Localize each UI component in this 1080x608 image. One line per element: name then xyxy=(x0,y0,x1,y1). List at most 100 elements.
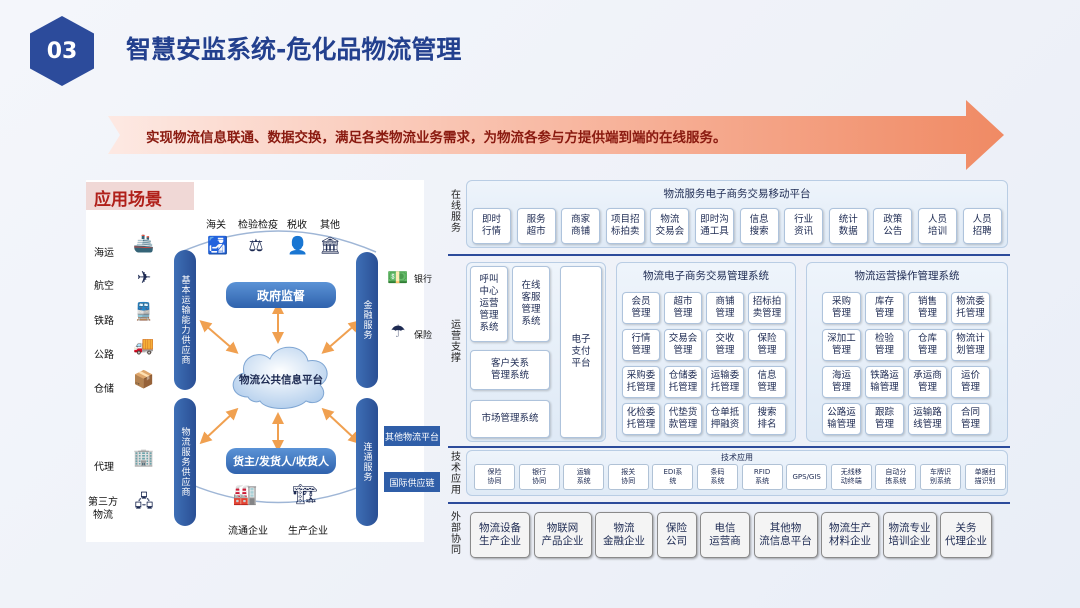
network-icon: 🖧 xyxy=(134,492,154,512)
gov-supervision-pill: 政府监督 xyxy=(226,282,336,308)
ecom-module-tile: 行情 管理 xyxy=(622,329,660,361)
shipper-pill: 货主/发货人/收货人 xyxy=(226,448,336,474)
ecom-module-tile: 会员 管理 xyxy=(622,292,660,324)
tech-app-tile: 条码 系统 xyxy=(697,464,738,490)
row1-side-label: 在线服务 xyxy=(451,190,461,234)
tech-app-tile: 单据扫 描识别 xyxy=(964,464,1006,490)
tech-app-tile: EDI系 统 xyxy=(652,464,694,490)
row2-side-label: 运营支撑 xyxy=(451,320,461,364)
tech-app-tile: GPS/GIS xyxy=(786,464,828,490)
factory-icon: 🏭 xyxy=(232,482,258,506)
online-service-tile: 项目招 标拍卖 xyxy=(605,208,645,244)
bar-connect-service: 连通服务 xyxy=(356,398,378,526)
other-3pl: 第三方物流 xyxy=(88,497,118,521)
ecom-module-tile: 搜索 排名 xyxy=(748,403,786,435)
ops-module-tile: 海运 管理 xyxy=(822,366,861,398)
online-service-tile: 信息 搜索 xyxy=(739,208,779,244)
separator-1 xyxy=(448,254,1010,256)
ops-module-tile: 铁路运 输管理 xyxy=(865,366,904,398)
ecom-title: 物流电子商务交易管理系统 xyxy=(643,270,769,282)
plant-icon: 🏗 xyxy=(292,482,318,506)
ops-module-tile: 深加工 管理 xyxy=(822,329,861,361)
separator-3 xyxy=(448,502,1010,504)
scene-label: 应用场景 xyxy=(86,182,194,210)
ecom-module-tile: 信息 管理 xyxy=(748,366,786,398)
gov-customs: 海关 xyxy=(206,220,226,231)
separator-2 xyxy=(448,446,1010,448)
ecom-module-tile: 化检委 托管理 xyxy=(622,403,660,435)
page-title: 智慧安监系统-危化品物流管理 xyxy=(126,35,462,64)
bar-logistics-service-suppliers: 物流服务供应商 xyxy=(174,398,196,526)
other-agent: 代理 xyxy=(94,462,114,473)
online-service-tile: 政策 公告 xyxy=(873,208,913,244)
external-partner-tile: 保险 公司 xyxy=(656,512,697,558)
ecom-module-tile: 运输委 托管理 xyxy=(706,366,744,398)
callcenter-system: 呼叫 中心 运营 管理 系统 xyxy=(470,266,508,342)
banner-arrow xyxy=(108,100,1004,170)
ops-module-tile: 公路运 输管理 xyxy=(822,403,861,435)
bottom-production: 生产企业 xyxy=(288,526,328,537)
external-partner-tile: 关务 代理企业 xyxy=(940,512,992,558)
external-partner-tile: 物联网 产品企业 xyxy=(533,512,592,558)
truck-icon: 🚚 xyxy=(133,336,155,356)
row1-title: 物流服务电子商务交易移动平台 xyxy=(663,188,811,200)
ops-title: 物流运营操作管理系统 xyxy=(854,270,960,282)
bar-transport-suppliers: 基本运输能力供应商 xyxy=(174,250,196,390)
ecom-module-tile: 招标拍 卖管理 xyxy=(748,292,786,324)
ops-module-tile: 检验 管理 xyxy=(865,329,904,361)
tech-app-tile: 保险 协同 xyxy=(474,464,515,490)
ops-module-tile: 销售 管理 xyxy=(908,292,947,324)
ecom-module-tile: 仓储委 托管理 xyxy=(664,366,702,398)
online-service-tile: 人员 招聘 xyxy=(962,208,1002,244)
ops-module-tile: 运输路 线管理 xyxy=(908,403,947,435)
connect-intl-supply-chain: 国际供应链 xyxy=(384,472,440,492)
ecom-module-tile: 仓单抵 押融资 xyxy=(706,403,744,435)
ecom-module-tile: 采购委 托管理 xyxy=(622,366,660,398)
transport-air: 航空 xyxy=(94,281,114,292)
finance-bank: 银行 xyxy=(414,275,433,285)
tech-app-tile: 无线移 动终端 xyxy=(830,464,872,490)
online-service-tile: 即时 行情 xyxy=(472,208,511,244)
crm-system: 客户关系 管理系统 xyxy=(470,350,550,390)
row4-side-label: 外部协同 xyxy=(451,512,461,556)
transport-road: 公路 xyxy=(94,350,114,361)
online-service-tile: 服务 超市 xyxy=(516,208,556,244)
money-icon: 💵 xyxy=(387,268,409,288)
section-number-badge: 03 xyxy=(30,16,94,86)
external-partner-tile: 物流专业 培训企业 xyxy=(882,512,937,558)
payment-platform: 电子 支付 平台 xyxy=(560,266,602,438)
umbrella-icon: ☂ xyxy=(390,322,406,342)
ecom-module-tile: 保险 管理 xyxy=(748,329,786,361)
tech-app-tile: 报关 协同 xyxy=(607,464,649,490)
row1-online-service xyxy=(466,180,1008,248)
ops-module-tile: 库存 管理 xyxy=(865,292,904,324)
ecom-module-tile: 商铺 管理 xyxy=(706,292,744,324)
ship-icon: 🚢 xyxy=(133,234,155,254)
online-service-tile: 统计 数据 xyxy=(828,208,868,244)
transport-storage: 仓储 xyxy=(94,384,114,395)
gov-other: 其他 xyxy=(320,220,340,231)
ecom-module-tile: 代垫货 款管理 xyxy=(664,403,702,435)
online-service-tile: 人员 培训 xyxy=(918,208,957,244)
external-partner-tile: 物流设备 生产企业 xyxy=(470,512,530,558)
airplane-icon: ✈ xyxy=(136,268,152,288)
building-icon: 🏢 xyxy=(133,448,155,468)
transport-sea: 海运 xyxy=(94,248,114,259)
customs-icon: 🛃 xyxy=(207,236,229,256)
connect-other-platform: 其他物流平台 xyxy=(384,426,440,446)
row3-side-label: 技术应用 xyxy=(451,452,461,496)
train-icon: 🚆 xyxy=(133,302,155,322)
ops-module-tile: 仓库 管理 xyxy=(908,329,947,361)
gov-tax: 税收 xyxy=(287,220,307,231)
bar-finance-service: 金融服务 xyxy=(356,252,378,388)
warehouse-box-icon: 📦 xyxy=(133,370,155,390)
bottom-distribution: 流通企业 xyxy=(228,526,268,537)
online-service-system: 在线 客服 管理 系统 xyxy=(512,266,550,342)
external-partner-tile: 其他物 流信息平台 xyxy=(753,512,818,558)
tech-app-tile: 银行 协同 xyxy=(518,464,560,490)
finance-insurance: 保险 xyxy=(414,331,433,341)
tech-app-tile: 运输 系统 xyxy=(563,464,605,490)
cloud-platform-label: 物流公共信息平台 xyxy=(239,374,323,386)
capitol-icon: 🏛 xyxy=(319,236,341,256)
ops-module-tile: 采购 管理 xyxy=(822,292,861,324)
